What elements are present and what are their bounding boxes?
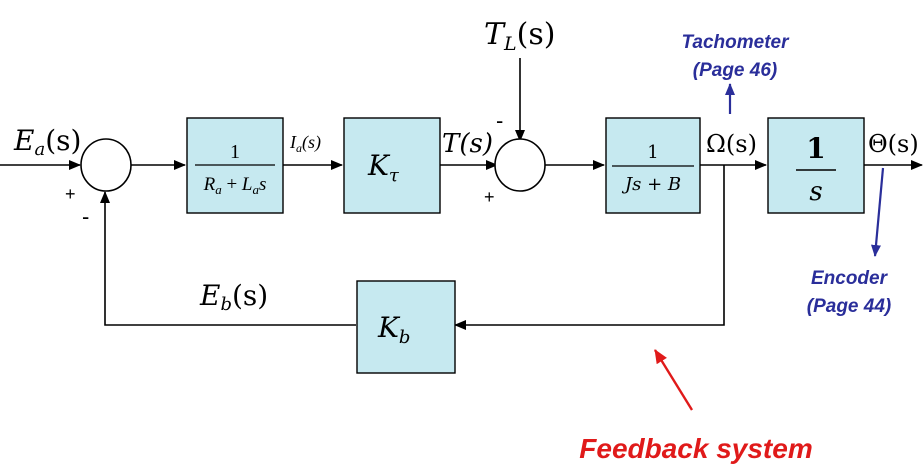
integrator-denominator: s (809, 177, 822, 207)
encoder-arrow (871, 167, 885, 257)
sum1-plus-sign: + (65, 184, 76, 204)
tachometer-label: Tachometer (682, 32, 791, 53)
integrator-block (767, 117, 865, 214)
armature-numerator: 1 (230, 141, 240, 163)
feedback-system-label: Feedback system (579, 433, 812, 464)
mechanical-numerator: 1 (647, 142, 658, 163)
torque-constant-label: Kτ (367, 149, 400, 186)
signal-eb-label: Eb(s) (199, 279, 268, 315)
summing-junction-1 (80, 138, 132, 192)
sum2-plus-sign: + (484, 187, 495, 207)
mechanical-denominator: Js + B (621, 174, 681, 195)
summing-junction-2 (494, 138, 546, 192)
signal-theta-label: Θ(s) (868, 130, 919, 158)
feedback-line-to-kb (454, 165, 725, 330)
feedback-line-to-sum1 (100, 191, 356, 326)
back-emf-block (356, 280, 456, 374)
sum1-minus-sign: - (82, 204, 89, 229)
feedback-arrow (653, 349, 694, 411)
encoder-label: Encoder (811, 268, 889, 289)
signal-omega-label: Ω(s) (706, 130, 757, 158)
integrator-numerator: 1 (806, 132, 825, 165)
signal-ia-label: Ia(s) (289, 132, 321, 155)
signal-tl-label: TL(s) (484, 17, 555, 55)
signal-ea-label: Ea(s) (13, 124, 81, 160)
encoder-page-label: (Page 44) (807, 296, 891, 317)
tachometer-page-label: (Page 46) (693, 60, 777, 81)
torque-constant-block (343, 117, 441, 214)
sum2-minus-sign: - (496, 108, 503, 133)
signal-t-label: T(s) (442, 129, 493, 159)
back-emf-label: Kb (377, 311, 410, 348)
armature-denominator: Ra + Las (203, 174, 267, 197)
